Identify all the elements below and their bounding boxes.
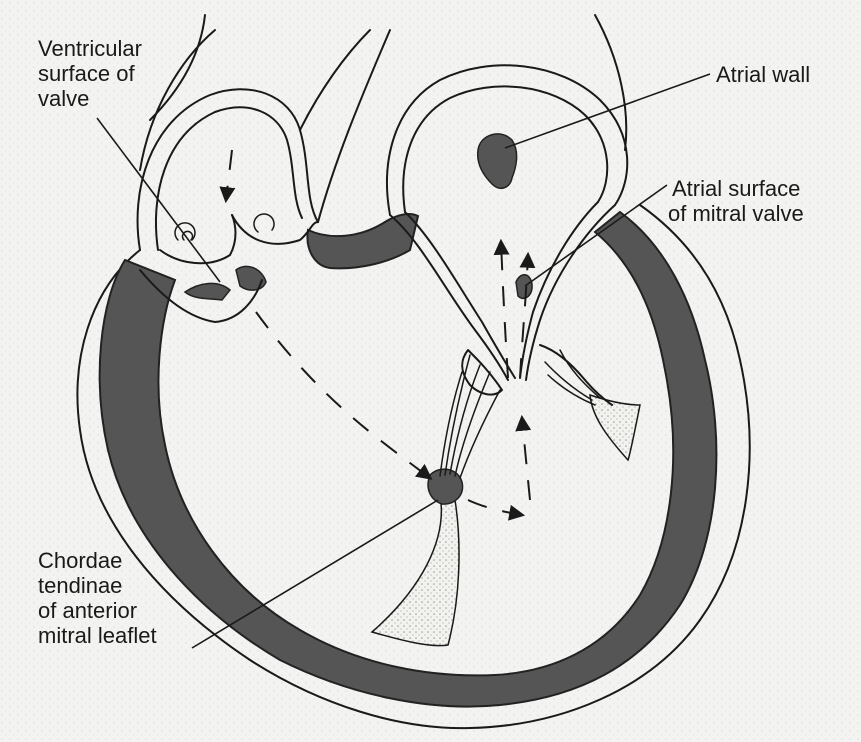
label-atrial-surface: Atrial surface of mitral valve <box>668 176 804 226</box>
label-atrial-wall: Atrial wall <box>716 62 810 87</box>
label-chordae: Chordae tendinae of anterior mitral leaf… <box>38 548 157 648</box>
label-ventricular-surface: Ventricular surface of valve <box>38 36 142 111</box>
atrial-surface-blob <box>516 275 532 299</box>
